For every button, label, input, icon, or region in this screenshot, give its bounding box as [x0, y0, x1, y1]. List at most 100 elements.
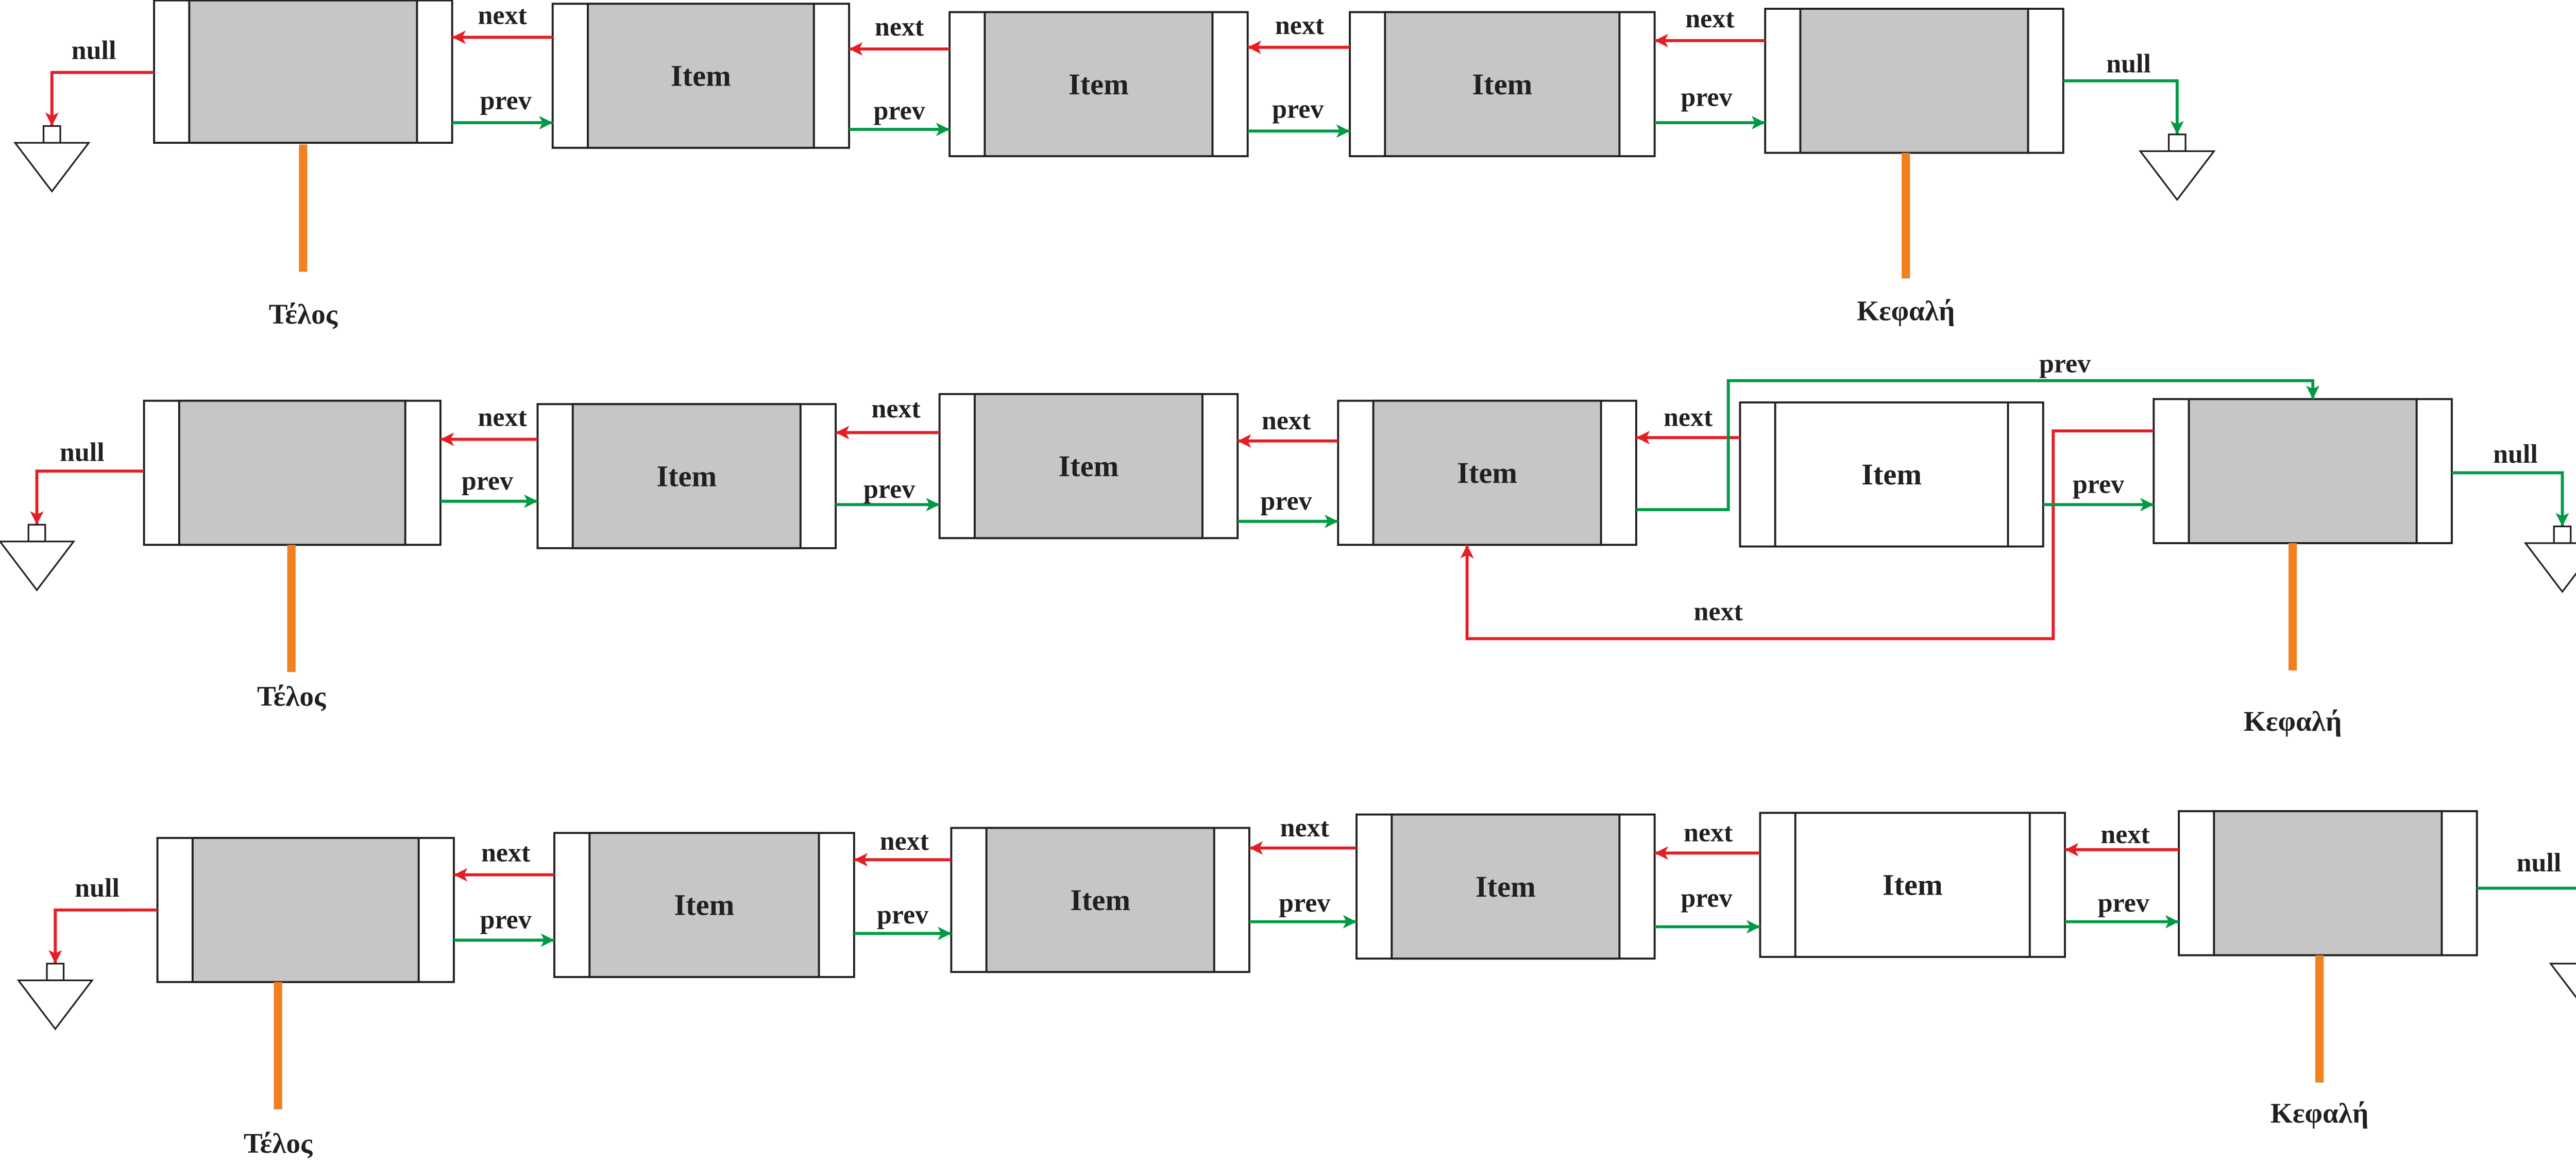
node-data-cell: [188, 0, 418, 144]
head-label: Κεφαλή: [2270, 1098, 2368, 1129]
list-node: Item: [948, 11, 1249, 158]
node-data-cell: [1372, 399, 1602, 546]
prev-label: prev: [1681, 83, 1732, 112]
next-label: next: [1684, 818, 1733, 848]
prev-label: prev: [1272, 94, 1324, 124]
prev-label: prev: [2073, 469, 2124, 499]
list-node: Item: [950, 827, 1250, 973]
node-label: Item: [1457, 456, 1517, 490]
list-node: [143, 399, 442, 546]
prev-label: prev: [1279, 888, 1330, 918]
null-prev-arrow: [2477, 886, 2576, 890]
prev-label: prev: [877, 900, 928, 930]
node-label: Item: [671, 59, 731, 93]
list-node: Item: [1355, 813, 1656, 960]
prev-label: prev: [480, 86, 532, 115]
list-node: [153, 0, 453, 144]
null-next-arrow: [48, 908, 158, 964]
node-label: Item: [1058, 449, 1118, 483]
next-label: next: [1275, 11, 1325, 40]
node-data-cell: [985, 827, 1215, 973]
null-ground-icon: [0, 524, 76, 592]
null-prev-arrow: [2451, 471, 2569, 527]
next-label: next: [871, 394, 921, 424]
node-data-cell: [588, 832, 820, 978]
node-label: Item: [674, 888, 734, 922]
null-left-label: null: [75, 873, 120, 903]
node-data-cell: [587, 3, 815, 149]
tail-label: Τέλος: [269, 298, 338, 330]
list-row-2: Item Item Item Item next next next next next prev…: [0, 349, 2576, 737]
null-prev-arrow: [2063, 79, 2184, 135]
next-label: next: [1280, 813, 1330, 843]
tail-label: Τέλος: [257, 680, 326, 712]
node-data-cell: [571, 403, 802, 549]
null-ground-icon: [2523, 525, 2576, 593]
list-row-1: Item Item Item next next next next prev prev prev…: [13, 0, 2216, 330]
null-ground-icon: [2549, 963, 2576, 999]
list-node: [1764, 8, 2064, 154]
next-label: next: [481, 838, 531, 868]
list-node: Item: [1349, 11, 1656, 158]
node-data-cell: [1794, 812, 2031, 958]
list-node: Item: [553, 832, 855, 978]
prev-pointer-arrow: [1636, 379, 2320, 511]
prev-label: prev: [462, 466, 513, 496]
null-ground-icon: [2139, 133, 2216, 201]
node-label: Item: [656, 459, 717, 493]
node-data-cell: [1774, 401, 2009, 548]
list-node: Item: [536, 403, 837, 549]
node-label: Item: [1070, 883, 1130, 917]
null-right-label: null: [2517, 848, 2562, 878]
next-label: next: [478, 402, 528, 432]
node-data-cell: [1384, 11, 1621, 158]
next-pointer-arrow: [1460, 429, 2154, 641]
node-data-cell: [191, 837, 420, 983]
list-node: Item: [938, 393, 1239, 540]
tail-label: Τέλος: [244, 1128, 313, 1159]
list-node: Item: [1759, 812, 2066, 958]
null-next-arrow: [30, 469, 144, 525]
null-right-label: null: [2493, 440, 2538, 469]
next-label: next: [1664, 402, 1713, 432]
prev-label: prev: [1681, 883, 1732, 913]
head-label: Κεφαλή: [2244, 705, 2342, 737]
next-label: next: [1685, 4, 1735, 33]
prev-label: prev: [2039, 349, 2091, 378]
list-node: [2178, 810, 2478, 956]
node-label: Item: [1472, 68, 1532, 101]
list-node: [156, 837, 455, 983]
node-data-cell: [973, 393, 1204, 540]
node-data-cell: [2188, 398, 2418, 544]
null-right-label: null: [2106, 49, 2151, 79]
list-node: Item: [551, 3, 851, 149]
list-node: Item: [1337, 399, 1637, 546]
list-node: Item: [1739, 401, 2044, 548]
head-label: Κεφαλή: [1857, 295, 1955, 327]
prev-label: prev: [874, 96, 925, 126]
prev-label: prev: [863, 475, 915, 504]
node-data-cell: [984, 11, 1214, 158]
node-label: Item: [1861, 458, 1922, 491]
node-label: Item: [1476, 870, 1536, 903]
null-ground-icon: [13, 125, 91, 193]
next-label: next: [880, 827, 929, 856]
node-data-cell: [1391, 813, 1621, 960]
null-next-arrow: [45, 71, 155, 126]
null-left-label: null: [60, 438, 105, 467]
prev-label: prev: [1260, 486, 1312, 516]
next-label: next: [2100, 820, 2150, 849]
next-label: next: [478, 1, 528, 30]
list-node: [2153, 398, 2453, 544]
next-label: next: [1262, 406, 1311, 435]
next-label: next: [875, 12, 924, 42]
null-left-label: null: [72, 36, 116, 65]
prev-label: prev: [2098, 888, 2149, 918]
null-ground-icon: [16, 963, 94, 1031]
node-label: Item: [1069, 68, 1129, 101]
prev-label: prev: [480, 905, 532, 935]
node-label: Item: [1883, 868, 1943, 902]
next-label: next: [1693, 597, 1743, 627]
